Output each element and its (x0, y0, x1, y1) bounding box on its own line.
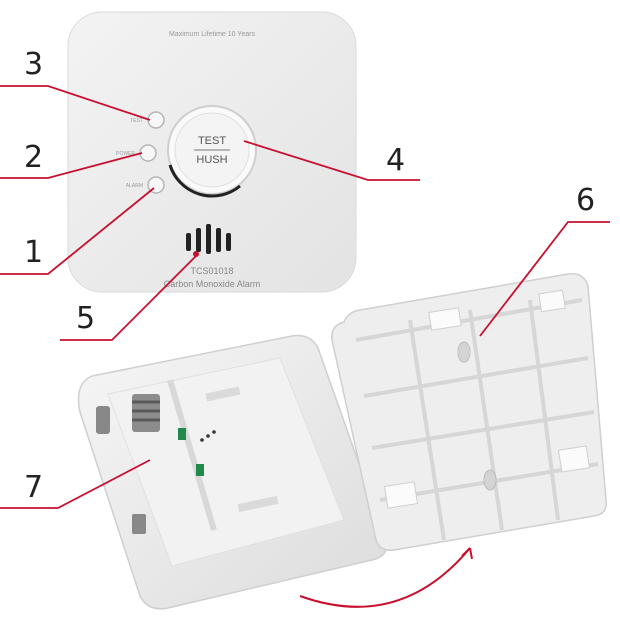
button-hush-label: HUSH (196, 154, 227, 166)
green-tab (178, 428, 186, 440)
battery-spring-small (96, 406, 110, 434)
product-name: Carbon Monoxide Alarm (164, 279, 261, 289)
plate-slot (557, 445, 591, 473)
model-number: TCS01018 (190, 266, 233, 276)
plate-rib (371, 410, 595, 450)
plate-rib (408, 319, 446, 541)
sounder-grille (186, 224, 231, 257)
rotation-arrowhead (461, 547, 473, 560)
contact-dot (206, 434, 210, 438)
grille-slot (216, 228, 221, 252)
callout-line-4 (243, 140, 420, 181)
button-test-label: TEST (198, 135, 226, 147)
callout-line-7 (0, 459, 151, 509)
callout-number-5: 5 (76, 301, 95, 336)
green-tab (196, 464, 204, 476)
battery-spring-large (132, 394, 160, 432)
callout-lines (0, 85, 610, 509)
callout-line-2 (0, 152, 143, 179)
grille-slot (186, 233, 191, 251)
alarm-back-open (77, 334, 388, 610)
inner-rib (237, 495, 279, 513)
grille-slot (226, 233, 231, 251)
callout-number-4: 4 (386, 143, 405, 178)
plate-slot (428, 307, 462, 331)
callout-number-3: 3 (24, 47, 43, 82)
alarm-front: Maximum Lifetime 10 Years TEST POWER ALA… (67, 11, 357, 293)
callout-line-6 (479, 221, 610, 337)
screw-hole (457, 341, 471, 363)
led-test-label: TEST (130, 118, 143, 124)
test-hush-button-shadow (168, 164, 241, 198)
spring-body (132, 394, 160, 432)
callout-number-2: 2 (24, 140, 43, 175)
inner-rib (205, 386, 241, 402)
callout-line-1 (0, 187, 155, 275)
plate-slot (383, 481, 419, 509)
mounting-plate (331, 273, 607, 552)
led-power-label: POWER (116, 151, 135, 157)
plate-rib (468, 309, 504, 531)
led-power (139, 144, 157, 162)
callout-number-1: 1 (24, 235, 43, 270)
plate-rib (528, 299, 560, 521)
lifetime-text: Maximum Lifetime 10 Years (169, 31, 255, 38)
plate-slot (538, 289, 566, 313)
grille-slot (206, 224, 211, 254)
battery-contact (132, 514, 146, 534)
contact-dot (200, 438, 204, 442)
plate-rib (363, 356, 589, 398)
inner-rib (167, 379, 217, 531)
rotation-arrow (299, 547, 471, 608)
led-test (147, 111, 165, 129)
callout-line-5 (60, 255, 197, 341)
mounting-plate-body (331, 273, 607, 552)
contact-dot (212, 430, 216, 434)
screw-hole (483, 469, 497, 491)
callout-number-7: 7 (24, 470, 43, 505)
alarm-back-inner (107, 357, 345, 567)
callout-line-3 (0, 85, 151, 121)
co-sensor-hole (193, 251, 199, 257)
led-alarm-label: ALARM (126, 183, 143, 189)
grille-slot (196, 228, 201, 252)
callout-number-6: 6 (576, 183, 595, 218)
